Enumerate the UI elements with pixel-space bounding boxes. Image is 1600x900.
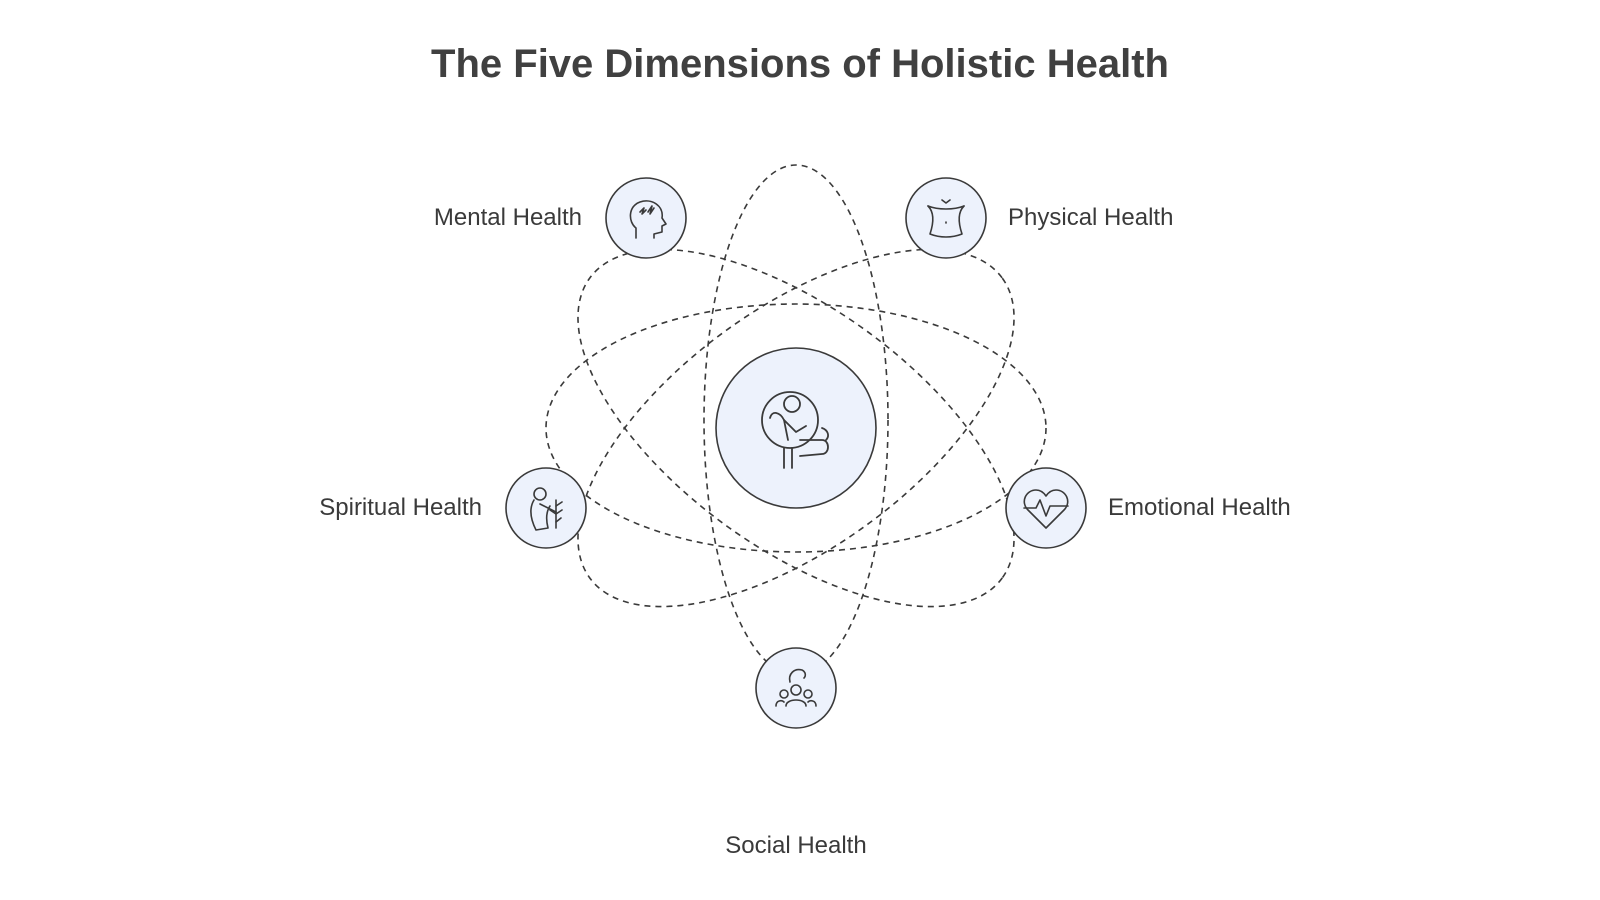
orbit-horizontal [545,303,1047,553]
torso-body-icon [927,199,965,238]
social-health-node[interactable] [755,647,837,729]
label-spiritual-health: Spiritual Health [319,494,482,521]
label-emotional-health: Emotional Health [1108,494,1291,521]
emotional-health-node[interactable] [1005,467,1087,549]
mental-health-node[interactable] [605,177,687,259]
physical-health-node[interactable] [905,177,987,259]
page-title: The Five Dimensions of Holistic Health [431,42,1169,86]
label-mental-health: Mental Health [433,204,582,231]
head-brain-icon [629,200,667,239]
heart-pulse-icon [1023,489,1069,529]
person-in-circle-icon [761,391,829,469]
group-people-icon [775,668,817,707]
center-node [715,347,877,509]
label-social-health: Social Health [725,832,867,859]
orbit-diagonal-left [577,248,1015,608]
label-physical-health: Physical Health [1008,204,1174,231]
spiritual-health-node[interactable] [505,467,587,549]
person-with-plant-icon [530,487,563,531]
